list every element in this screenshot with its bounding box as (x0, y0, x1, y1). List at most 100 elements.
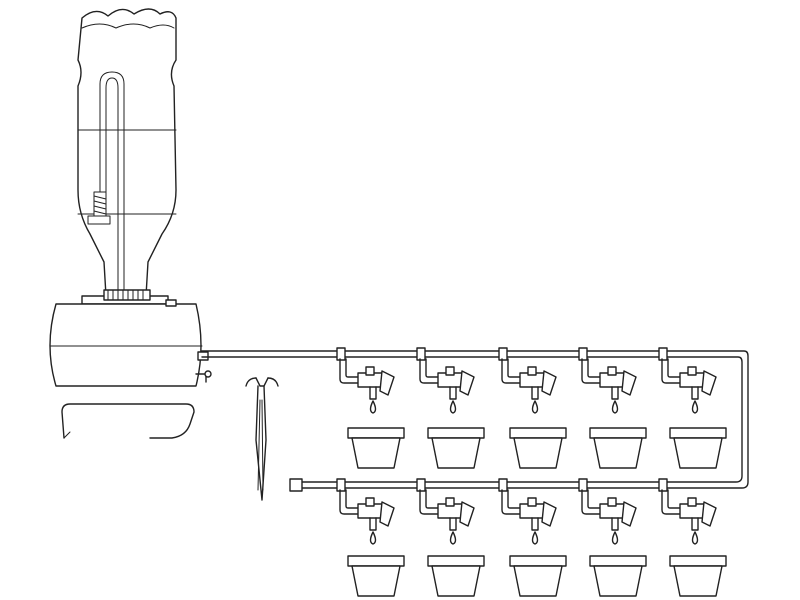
dripper-head (541, 370, 557, 396)
pot-rim (669, 555, 727, 567)
dripper-head (701, 501, 717, 527)
water-drop (449, 400, 457, 414)
pot-body (593, 565, 643, 597)
pot-rim (347, 555, 405, 567)
nozzle (369, 386, 377, 400)
dripper-head (459, 370, 475, 396)
dripper-unit (658, 478, 717, 545)
valve-knob (687, 497, 697, 507)
pot-body (351, 565, 401, 597)
dripper-unit (578, 347, 637, 414)
dripper-head (621, 501, 637, 527)
valve-knob (687, 366, 697, 376)
pot-body (593, 437, 643, 469)
valve-knob (365, 497, 375, 507)
pot-rim (427, 427, 485, 439)
water-drop (531, 531, 539, 545)
pot-rim (509, 427, 567, 439)
spring-filter (87, 191, 111, 225)
flower-pot (589, 555, 647, 597)
valve-knob (445, 366, 455, 376)
tee-fitting (416, 347, 426, 361)
pot-rim (589, 555, 647, 567)
nozzle (691, 517, 699, 531)
drip-tube (419, 358, 439, 384)
pot-rim (509, 555, 567, 567)
flower-pot (509, 427, 567, 469)
pot-rim (347, 427, 405, 439)
tee-fitting (658, 478, 668, 492)
pot-rim (669, 427, 727, 439)
valve-knob (607, 497, 617, 507)
pots (347, 427, 727, 597)
water-drop (611, 531, 619, 545)
flower-pot (427, 555, 485, 597)
water-drop (691, 531, 699, 545)
tee-fitting (658, 347, 668, 361)
valve-knob (607, 366, 617, 376)
dripper-unit (498, 478, 557, 545)
valve-knob (445, 497, 455, 507)
pot-body (673, 437, 723, 469)
nozzle (531, 517, 539, 531)
dripper-unit (416, 347, 475, 414)
valve-knob (527, 497, 537, 507)
pot-body (351, 437, 401, 469)
dripper-head (621, 370, 637, 396)
water-drop (691, 400, 699, 414)
flower-pot (347, 555, 405, 597)
drip-tube (661, 358, 681, 384)
pot-body (431, 565, 481, 597)
dripper-unit (578, 478, 637, 545)
dripper-units (336, 347, 717, 545)
valve-knob (527, 366, 537, 376)
dripper-unit (416, 478, 475, 545)
nozzle (691, 386, 699, 400)
pot-body (673, 565, 723, 597)
drip-tube (661, 489, 681, 515)
drip-tube (501, 358, 521, 384)
tee-fitting (498, 478, 508, 492)
tee-fitting (578, 347, 588, 361)
drip-tube (339, 358, 359, 384)
pot-body (513, 565, 563, 597)
pot-rim (427, 555, 485, 567)
bottle (77, 8, 177, 297)
nozzle (369, 517, 377, 531)
tee-fitting (498, 347, 508, 361)
tee-fitting (416, 478, 426, 492)
flower-pot (589, 427, 647, 469)
dripper-unit (658, 347, 717, 414)
nozzle (611, 517, 619, 531)
dripper-head (379, 370, 395, 396)
dripper-unit (336, 478, 395, 545)
nozzle (449, 386, 457, 400)
drip-tube (581, 489, 601, 515)
water-drop (369, 531, 377, 545)
flower-pot (669, 555, 727, 597)
dripper-head (701, 370, 717, 396)
drip-stake (245, 377, 279, 501)
tee-fitting (336, 478, 346, 492)
nozzle (531, 386, 539, 400)
main-pipe (201, 350, 749, 492)
pot-rim (589, 427, 647, 439)
nozzle (611, 386, 619, 400)
flower-pot (509, 555, 567, 597)
tee-fitting (336, 347, 346, 361)
pot-body (431, 437, 481, 469)
pot-body (513, 437, 563, 469)
dripper-head (379, 501, 395, 527)
water-drop (531, 400, 539, 414)
water-drop (449, 531, 457, 545)
dripper-unit (498, 347, 557, 414)
drip-tube (581, 358, 601, 384)
controller (49, 289, 212, 387)
drip-tube (501, 489, 521, 515)
flower-pot (427, 427, 485, 469)
hanger-hook (61, 403, 195, 439)
water-drop (369, 400, 377, 414)
flower-pot (669, 427, 727, 469)
nozzle (449, 517, 457, 531)
